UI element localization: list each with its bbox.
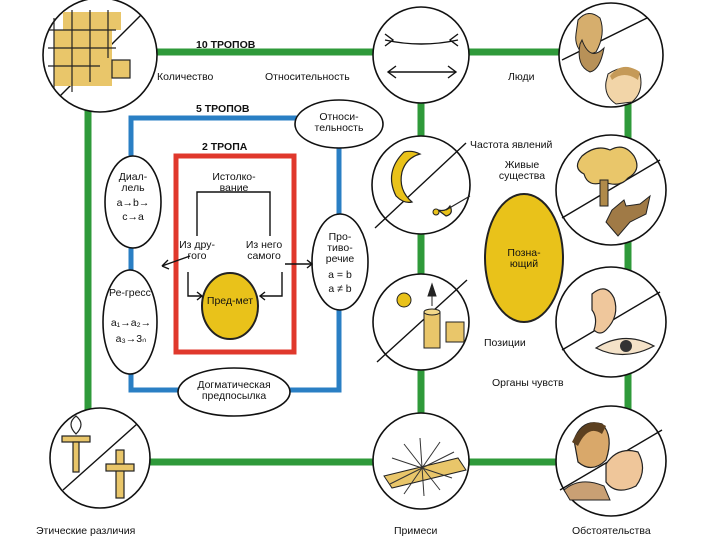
label-mixtures: Примеси — [394, 525, 438, 537]
knower-ellipse — [484, 193, 564, 323]
label-subject: Пред-мет — [206, 295, 254, 307]
grain-icon — [383, 437, 467, 497]
regress-formula-1: a₁→a₂→ — [110, 317, 152, 329]
diallel-formula-1: a→b→ — [116, 197, 150, 209]
label-from-other: Из дру-гого — [179, 239, 215, 262]
label-contradiction: Про-тиво-речие — [325, 231, 355, 265]
contradiction-formula-1: a = b — [328, 269, 352, 281]
label-from-itself: Из него самого — [245, 239, 283, 262]
label-diallel: Диал-лель — [118, 171, 148, 194]
moon-comet-icon — [390, 150, 471, 217]
arrows-icon — [384, 33, 459, 79]
label-five-relativity: Относи-тельность — [314, 111, 364, 134]
header-two-tropes: 2 ТРОПА — [202, 141, 248, 153]
label-circumstances: Обстоятельства — [572, 525, 651, 537]
grid-square-icon — [48, 10, 131, 92]
label-ethics: Этические различия — [36, 525, 136, 537]
diallel-bubble — [104, 155, 162, 249]
tree-wolf-icon — [576, 146, 651, 237]
label-frequency: Частота явлений — [470, 139, 553, 151]
dogmatic-bubble — [177, 367, 291, 417]
header-ten-tropes: 10 ТРОПОВ — [196, 39, 256, 51]
label-quantity: Количество — [157, 71, 214, 83]
interpretation-bracket — [161, 191, 314, 301]
men-icon — [563, 422, 644, 501]
diallel-formula-2: c→a — [122, 211, 144, 223]
circle-ethics — [49, 407, 151, 509]
header-five-tropes: 5 ТРОПОВ — [196, 103, 250, 115]
label-regress: Ре-гресс — [109, 287, 151, 299]
philosopher-boy-icon — [575, 13, 642, 105]
subject-ellipse — [201, 272, 259, 340]
regress-bubble — [102, 269, 158, 375]
five-tropes-frame — [128, 115, 342, 393]
two-tropes-frame — [173, 153, 297, 355]
label-positions: Позиции — [484, 337, 526, 349]
label-interpretation: Истолко-вание — [212, 171, 256, 194]
contradiction-formula-2: a ≠ b — [328, 283, 352, 295]
label-relativity: Относительность — [265, 71, 350, 83]
regress-formula-2: a₃→3ₙ — [115, 333, 147, 345]
ear-eye-icon — [591, 288, 656, 356]
ten-tropes-frame — [84, 48, 632, 466]
contradiction-bubble — [311, 213, 369, 311]
label-knower: Позна-ющий — [507, 247, 541, 270]
column-cube-icon — [396, 282, 465, 349]
label-senses: Органы чувств — [492, 377, 564, 389]
label-living: Живые существа — [498, 159, 546, 182]
circle-relativity — [372, 6, 470, 104]
ankh-cross-icon — [61, 415, 135, 499]
label-dogmatic: Догматическая предпосылка — [197, 379, 271, 402]
label-people: Люди — [508, 71, 535, 83]
relativity-bubble — [294, 99, 384, 149]
